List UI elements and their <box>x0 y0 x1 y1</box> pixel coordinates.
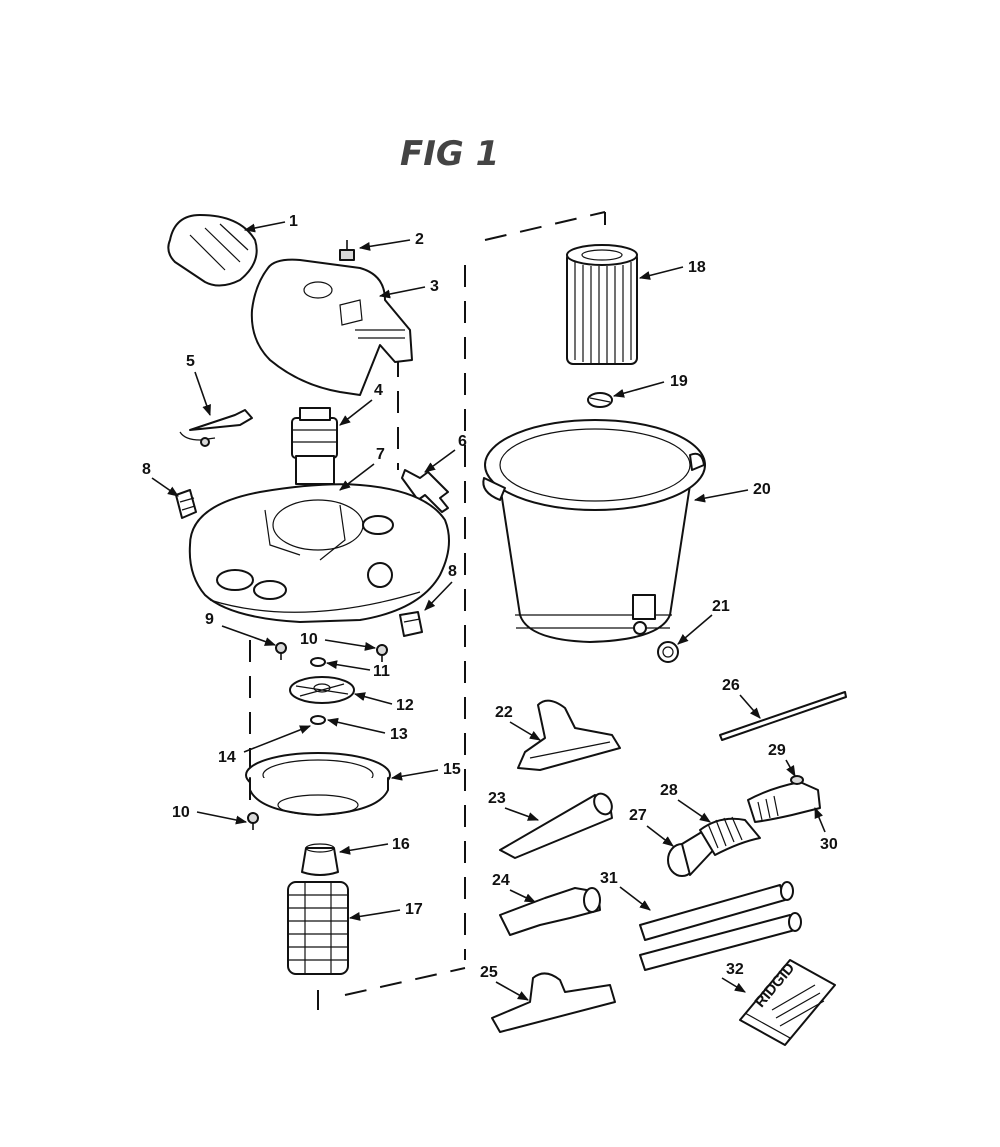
part-22-utility-nozzle <box>517 699 621 771</box>
callout-31: 31 <box>600 870 618 887</box>
part-21-drain-cap <box>657 641 679 663</box>
callout-1: 1 <box>289 213 298 230</box>
callout-9: 9 <box>205 611 214 628</box>
part-5-power-cord <box>179 409 253 447</box>
callout-30: 30 <box>820 836 838 853</box>
part-1-handle-cover <box>167 214 258 287</box>
callout-12: 12 <box>396 697 414 714</box>
callout-32: 32 <box>726 961 744 978</box>
part-31-extension-wand-upper <box>639 881 794 941</box>
part-23-crevice-tool <box>499 792 613 859</box>
part-7-lid-base <box>188 483 450 623</box>
callout-28: 28 <box>660 782 678 799</box>
part-6-switch-link <box>401 469 449 513</box>
part-15-retainer-ring <box>245 752 391 816</box>
callout-6: 6 <box>458 433 467 450</box>
callout-27: 27 <box>629 807 647 824</box>
callout-8-right: 8 <box>448 563 457 580</box>
callout-4: 4 <box>374 382 383 399</box>
callout-11: 11 <box>373 663 390 680</box>
callout-14: 14 <box>218 749 236 766</box>
callout-18: 18 <box>688 259 706 276</box>
part-24-claw-nozzle <box>499 887 601 936</box>
part-16-float <box>301 843 339 876</box>
figure-title: FIG 1 <box>400 134 499 174</box>
callout-3: 3 <box>430 278 439 295</box>
part-2-screw <box>339 240 355 261</box>
part-11-nut <box>310 657 326 667</box>
part-3-power-head-cover <box>250 258 413 396</box>
callout-15: 15 <box>443 761 461 778</box>
part-18-cartridge-filter <box>566 244 638 365</box>
callout-5: 5 <box>186 353 195 370</box>
part-19-filter-nut <box>587 392 613 408</box>
part-4-motor <box>291 407 338 485</box>
callout-25: 25 <box>480 964 498 981</box>
callout-2: 2 <box>415 231 424 248</box>
callout-7: 7 <box>376 446 385 463</box>
callout-13: 13 <box>390 726 408 743</box>
callout-29: 29 <box>768 742 786 759</box>
callout-22: 22 <box>495 704 513 721</box>
callout-20: 20 <box>753 481 771 498</box>
callout-24: 24 <box>492 872 510 889</box>
callout-26: 26 <box>722 677 740 694</box>
callout-16: 16 <box>392 836 410 853</box>
part-32-owners-manual: RIDGID <box>739 959 836 1046</box>
callout-23: 23 <box>488 790 506 807</box>
part-9-screw <box>275 642 287 660</box>
callout-10-upper: 10 <box>300 631 318 648</box>
callout-17: 17 <box>405 901 423 918</box>
callout-21: 21 <box>712 598 730 615</box>
part-10-screw-upper <box>376 644 388 662</box>
part-26-gasket-strip <box>719 691 847 741</box>
part-8-latch-left <box>175 489 197 519</box>
part-20-drum <box>482 419 706 643</box>
part-13-washer <box>310 715 326 725</box>
assembly-guide-lines <box>249 211 606 1010</box>
part-17-float-cage <box>287 881 349 975</box>
callout-8-left: 8 <box>142 461 151 478</box>
part-8-latch-right <box>399 611 423 637</box>
part-31-extension-wand-lower <box>639 912 802 971</box>
callout-19: 19 <box>670 373 688 390</box>
part-28-hose <box>699 816 761 856</box>
part-10-screw-lower <box>247 812 259 830</box>
part-25-floor-nozzle <box>491 972 616 1033</box>
callout-group: 1 2 3 4 5 6 7 8 8 9 10 10 11 12 13 14 15 <box>142 213 838 1001</box>
callout-10-lower: 10 <box>172 804 190 821</box>
part-29-30-hose-adapter <box>747 775 821 823</box>
part-12-impeller <box>289 676 355 704</box>
